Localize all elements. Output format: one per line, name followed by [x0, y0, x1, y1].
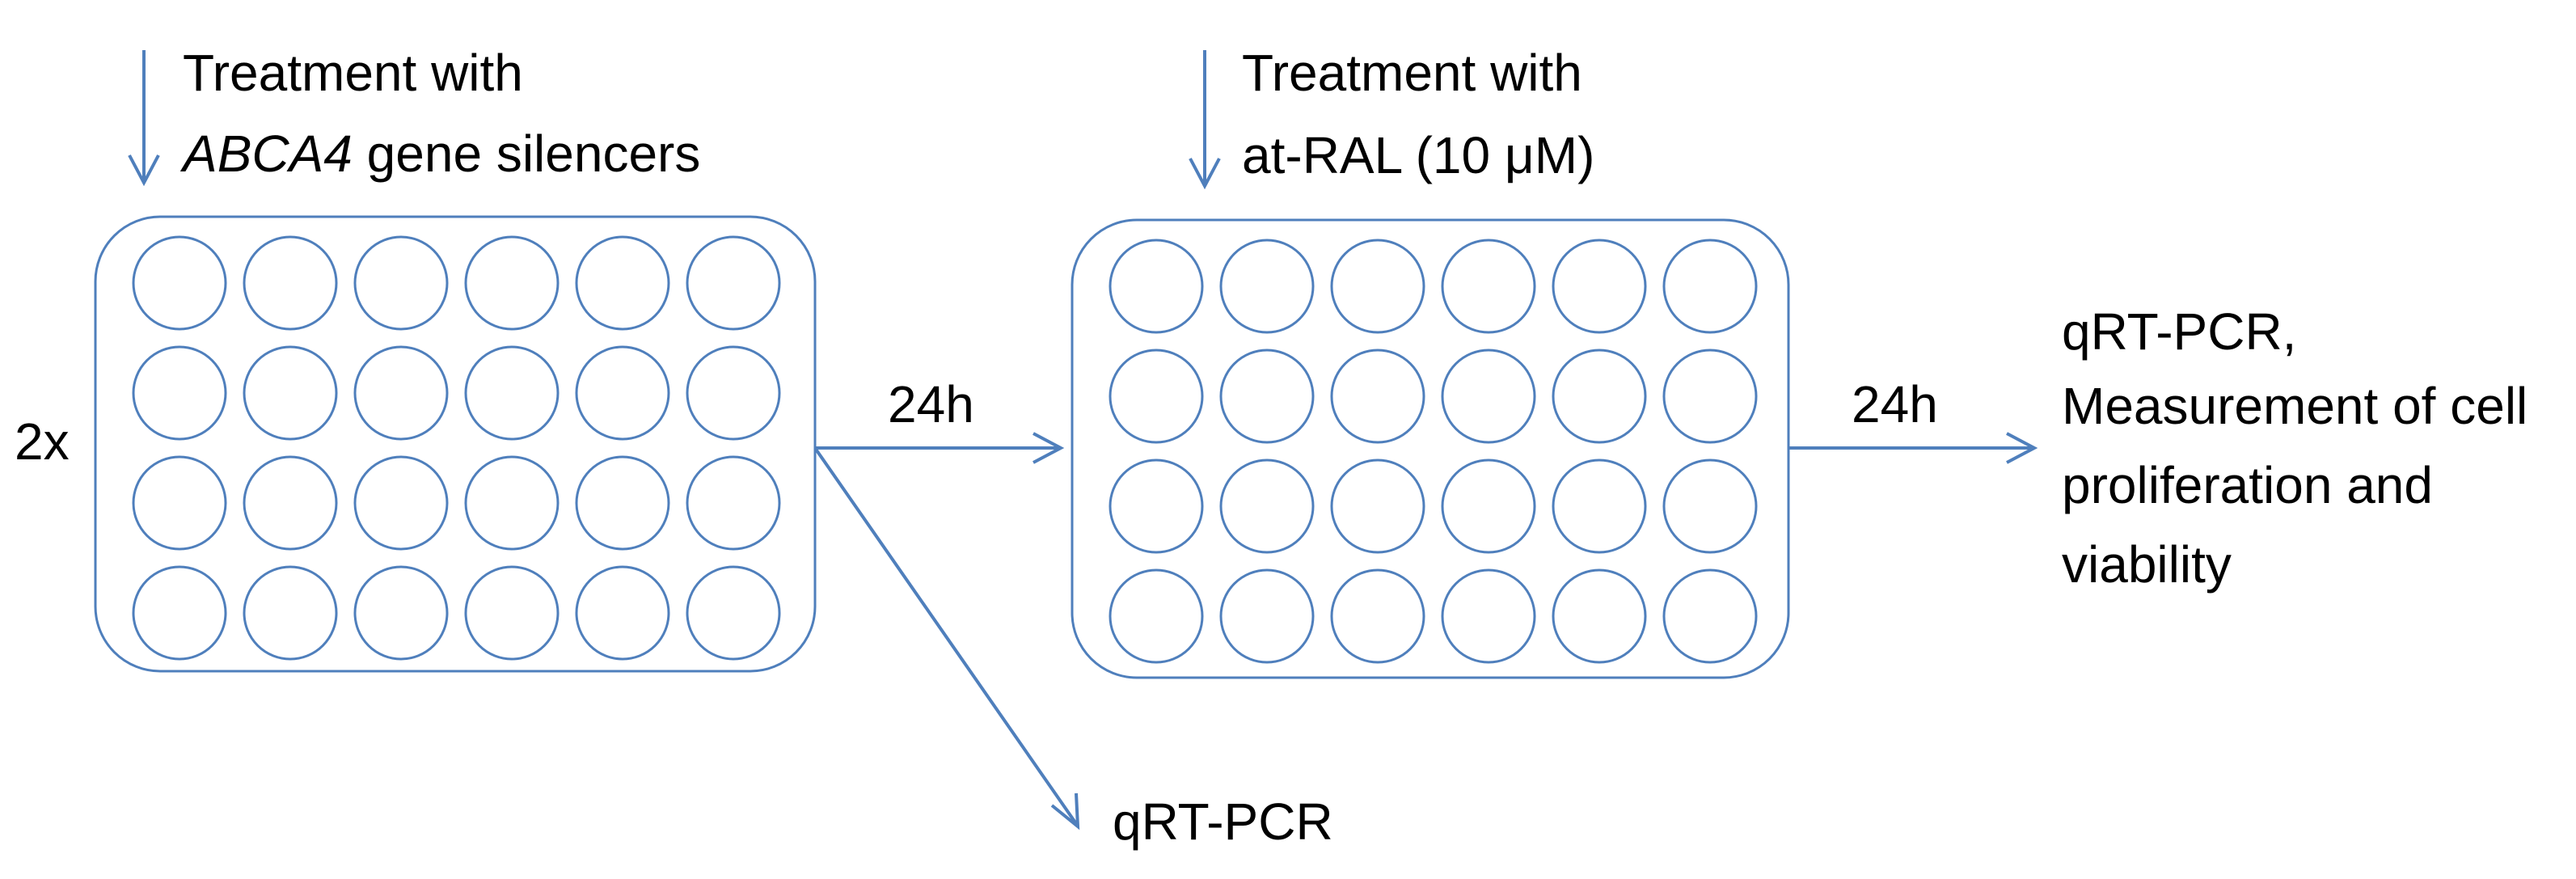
well — [1219, 459, 1315, 554]
well — [1552, 459, 1647, 554]
final-output-line-3: proliferation and — [2062, 456, 2433, 514]
well — [686, 235, 781, 331]
well — [1330, 459, 1425, 554]
well — [132, 455, 227, 551]
well — [1441, 349, 1536, 444]
well — [1219, 239, 1315, 334]
plate-2-wells — [1109, 239, 1758, 664]
well — [1441, 239, 1536, 334]
well — [464, 235, 560, 331]
well — [1109, 568, 1204, 664]
well — [686, 455, 781, 551]
interval-label-2: 24h — [1852, 375, 1938, 433]
well — [1109, 349, 1204, 444]
well — [132, 565, 227, 661]
well — [686, 345, 781, 441]
well — [243, 565, 338, 661]
well — [686, 565, 781, 661]
branch-output-label: qRT-PCR — [1113, 792, 1333, 851]
arrow-to-plate-2 — [815, 432, 1065, 464]
well — [575, 235, 670, 331]
treatment-arrow-2 — [1189, 50, 1221, 190]
well-plate-1 — [94, 215, 817, 673]
well — [1109, 459, 1204, 554]
well — [132, 235, 227, 331]
well — [353, 235, 449, 331]
well — [1219, 349, 1315, 444]
well — [1330, 568, 1425, 664]
well — [1552, 239, 1647, 334]
well — [243, 455, 338, 551]
treatment-label-2-line1: Treatment with — [1242, 44, 1582, 102]
gene-name: ABCA4 — [179, 125, 353, 183]
final-output-line-4: viability — [2062, 535, 2232, 594]
well — [1662, 349, 1758, 444]
well — [1109, 239, 1204, 334]
arrow-to-qrtpcr — [813, 446, 1080, 830]
treatment-label-1-line1: Treatment with — [183, 44, 523, 102]
well — [1662, 459, 1758, 554]
interval-label-1: 24h — [888, 375, 974, 433]
well — [353, 455, 449, 551]
well — [353, 345, 449, 441]
well — [1552, 568, 1647, 664]
well — [464, 345, 560, 441]
final-output-line-2: Measurement of cell — [2062, 377, 2527, 435]
treatment-label-2-line2: at-RAL (10 μM) — [1242, 126, 1594, 184]
well — [243, 345, 338, 441]
well — [1552, 349, 1647, 444]
treatment-label-1-line2: ABCA4 gene silencers — [179, 125, 700, 183]
arrow-to-final-output — [1788, 432, 2038, 464]
well — [464, 565, 560, 661]
well — [1441, 568, 1536, 664]
well — [575, 565, 670, 661]
gene-silencers-text: gene silencers — [353, 125, 700, 183]
well — [1330, 349, 1425, 444]
well — [1441, 459, 1536, 554]
well — [1662, 568, 1758, 664]
replicate-label: 2x — [15, 412, 70, 471]
plate-1-wells — [132, 235, 781, 661]
well — [1219, 568, 1315, 664]
well — [575, 455, 670, 551]
well — [243, 235, 338, 331]
well — [353, 565, 449, 661]
well-plate-2 — [1071, 218, 1790, 679]
well — [464, 455, 560, 551]
well — [132, 345, 227, 441]
well — [1330, 239, 1425, 334]
well — [575, 345, 670, 441]
well — [1662, 239, 1758, 334]
final-output-line-1: qRT-PCR, — [2062, 302, 2296, 361]
treatment-arrow-1 — [128, 50, 160, 187]
